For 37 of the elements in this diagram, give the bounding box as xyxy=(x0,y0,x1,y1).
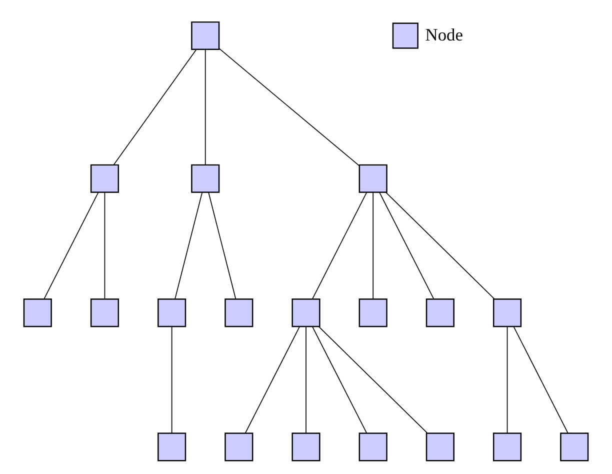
connector xyxy=(113,49,197,166)
node-box xyxy=(90,164,120,193)
node-box xyxy=(358,164,388,193)
node-box xyxy=(492,432,522,462)
connector xyxy=(513,326,568,434)
node-box xyxy=(292,432,320,462)
node-box xyxy=(426,298,454,328)
node-box xyxy=(224,298,254,328)
connector xyxy=(174,192,203,300)
connector xyxy=(386,192,495,300)
node-box xyxy=(560,432,589,462)
connector xyxy=(204,49,206,166)
node-box xyxy=(191,164,220,193)
connector xyxy=(244,326,300,434)
node-box xyxy=(492,298,522,328)
node-box xyxy=(292,298,320,328)
connector xyxy=(506,326,508,434)
node-box xyxy=(158,432,186,462)
node-box xyxy=(358,432,388,462)
connector xyxy=(104,192,106,300)
legend-label: Node xyxy=(425,25,463,44)
node-box xyxy=(158,298,186,328)
node-box xyxy=(191,21,220,50)
connector xyxy=(379,192,434,300)
connector xyxy=(318,326,428,434)
connector xyxy=(44,192,99,300)
node-box xyxy=(426,432,454,462)
connector xyxy=(208,192,236,300)
connector xyxy=(312,192,368,300)
connector xyxy=(218,48,360,166)
connector xyxy=(372,192,374,300)
node-box xyxy=(23,298,52,328)
node-box xyxy=(224,432,254,462)
connector xyxy=(171,326,172,434)
node-box xyxy=(358,298,388,328)
connector xyxy=(312,326,368,434)
node-box xyxy=(90,298,120,328)
